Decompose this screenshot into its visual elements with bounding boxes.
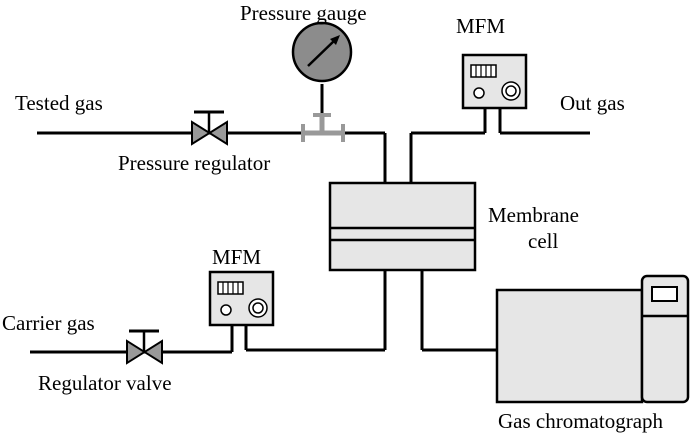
mfm-top-display-icon <box>470 64 497 78</box>
mfm-bottom-large-knob-inner <box>252 302 264 314</box>
pressure-gauge <box>291 21 353 83</box>
tee-fitting <box>301 113 345 142</box>
mfm-bottom-small-knob-icon <box>220 304 232 316</box>
pressure-regulator-label: Pressure regulator <box>118 151 270 175</box>
gauge-needle-arrowhead-icon <box>330 35 340 45</box>
labels: Pressure gauge MFM Tested gas Out gas Pr… <box>2 1 664 433</box>
mfm-top-large-knob-inner <box>505 85 517 97</box>
gc-display-icon <box>651 286 678 302</box>
mfm-bottom-label: MFM <box>212 245 261 269</box>
regulator-valve-label: Regulator valve <box>38 371 172 395</box>
out-gas-label: Out gas <box>560 91 625 115</box>
gc-tower <box>640 274 690 404</box>
mfm-bottom-device <box>208 270 275 327</box>
mfm-bottom-body <box>208 270 275 327</box>
membrane-cell-label-line1: Membrane <box>488 203 579 227</box>
gc-main-body <box>495 288 644 404</box>
mfm-top-body <box>461 53 528 110</box>
regulator-valve <box>126 329 163 365</box>
mfm-bottom-display-icon <box>217 281 244 295</box>
pressure-regulator-valve <box>191 110 228 146</box>
gas-chromatograph <box>495 274 690 404</box>
membrane-cell-body <box>328 181 477 272</box>
gas-chromatograph-label: Gas chromatograph <box>498 409 664 433</box>
mfm-top-small-knob-icon <box>473 87 485 99</box>
carrier-gas-label: Carrier gas <box>2 311 95 335</box>
membrane-cell <box>328 181 477 272</box>
mfm-top-device <box>461 53 528 110</box>
pressure-gauge-label: Pressure gauge <box>240 1 367 25</box>
membrane-cell-label-line2: cell <box>528 229 558 253</box>
tested-gas-label: Tested gas <box>15 91 103 115</box>
gauge-needle <box>307 39 336 67</box>
mfm-top-label: MFM <box>456 14 505 38</box>
